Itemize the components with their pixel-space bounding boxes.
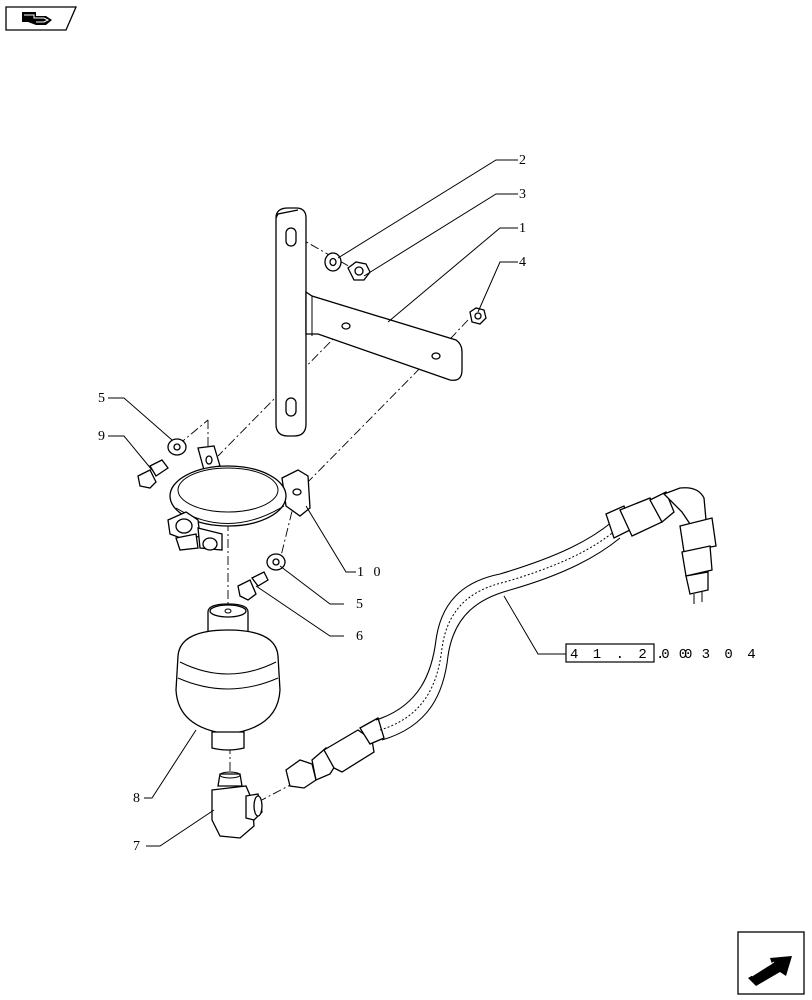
callout-5-upper: 5 (98, 391, 105, 406)
washer-part-5a (167, 438, 187, 456)
callout-6: 6 (356, 629, 363, 644)
reference-boxed-text: 4 1 . 2 0 0 (570, 647, 695, 663)
nut-part-4 (469, 307, 487, 325)
elbow-fitting-part-7 (211, 771, 263, 839)
callout-4: 4 (519, 255, 526, 270)
clamp-part-10 (167, 445, 311, 551)
next-page-arrow-icon[interactable] (737, 931, 805, 995)
callout-5-lower: 5 (356, 597, 363, 612)
back-to-index-icon[interactable] (5, 6, 77, 31)
reference-box (565, 643, 655, 663)
bolt-part-9 (137, 459, 169, 489)
callout-8: 8 (133, 791, 140, 806)
hose-assembly (285, 487, 717, 789)
bracket-part-1 (275, 207, 463, 437)
callout-9: 9 (98, 429, 105, 444)
callout-1: 1 (519, 221, 526, 236)
nut-part-3 (347, 261, 371, 281)
bolt-part-6 (237, 571, 269, 601)
callout-2: 2 (519, 153, 526, 168)
reference-link[interactable]: 4 1 . 2 0 0 . 0 3 0 4 (565, 643, 759, 663)
callout-7: 7 (133, 839, 140, 854)
callout-10: 1 0 (357, 565, 384, 580)
callout-3: 3 (519, 187, 526, 202)
reference-suffix-text: . 0 3 0 4 (656, 647, 759, 663)
accumulator-part-8 (175, 603, 281, 751)
leader-lines (108, 159, 566, 847)
washer-part-2 (324, 252, 342, 272)
